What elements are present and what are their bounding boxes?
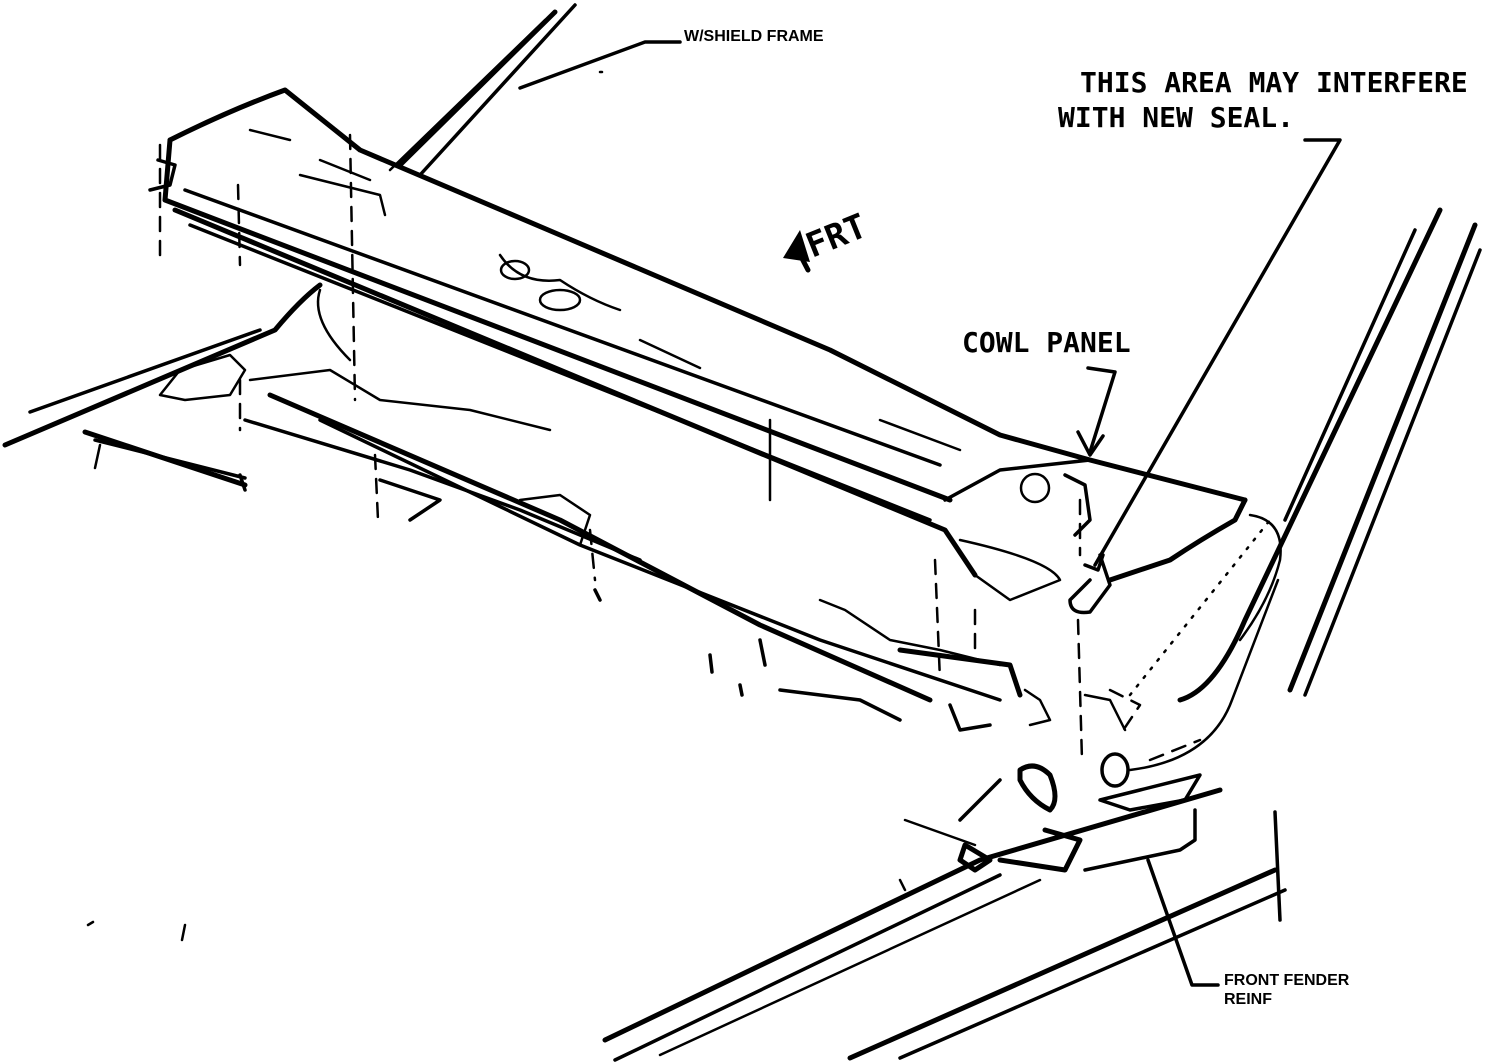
fender-reinforcement — [602, 688, 1287, 1062]
plenum-structure — [2, 282, 1023, 732]
cowl-panel-label: COWL PANEL — [962, 326, 1131, 359]
cowl-panel-body — [148, 87, 1282, 642]
scan-marks — [86, 70, 604, 942]
front-fender-label-line2: REINF — [1224, 991, 1272, 1008]
interfere-leader — [1083, 138, 1342, 572]
wshield-frame-label: W/SHIELD FRAME — [684, 28, 824, 45]
windshield-frame — [388, 3, 577, 177]
front-fender-leader — [1146, 858, 1220, 987]
cowl-panel-leader — [1076, 366, 1117, 457]
alignment-lines — [158, 133, 1272, 762]
wshield-frame-leader — [518, 40, 682, 90]
front-arrow-icon — [783, 230, 811, 273]
right-pillar — [1128, 207, 1482, 922]
front-fender-label-line1: FRONT FENDER — [1224, 972, 1350, 989]
interfere-label-line1: THIS AREA MAY INTERFERE — [1080, 66, 1468, 99]
frt-label: FRT — [800, 206, 872, 266]
interfere-label-line2: WITH NEW SEAL. — [1058, 101, 1294, 134]
